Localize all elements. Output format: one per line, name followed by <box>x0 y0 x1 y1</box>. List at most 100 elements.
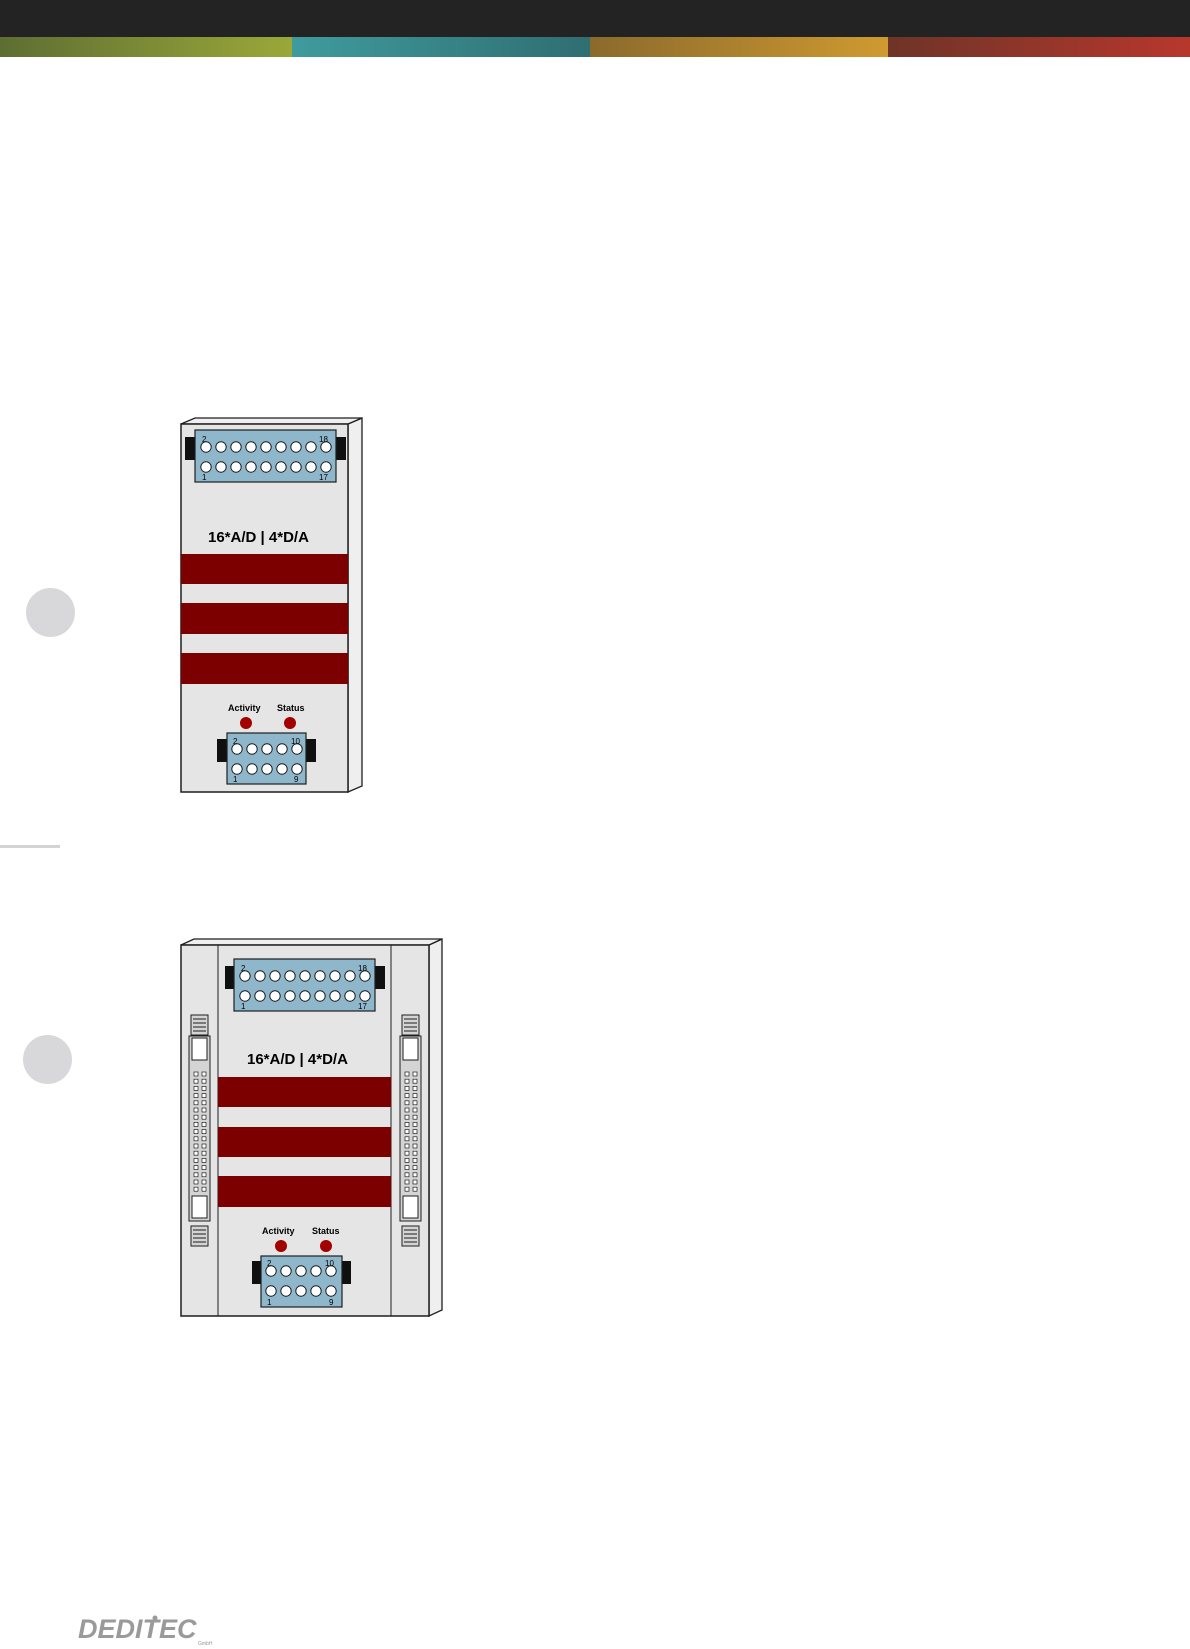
color-stripe-teal <box>292 37 590 57</box>
connector-pin <box>310 1285 322 1297</box>
ribbon-pin <box>412 1129 418 1134</box>
connector-pin <box>200 441 212 453</box>
module-top-face <box>180 938 443 946</box>
ribbon-pin <box>404 1086 410 1091</box>
ribbon-pin <box>201 1158 207 1163</box>
connector-pin <box>290 441 302 453</box>
connector-pin <box>261 763 273 775</box>
pin-label: 10 <box>291 737 300 746</box>
led-status-label: Status <box>312 1226 340 1236</box>
ribbon-pin <box>193 1078 199 1084</box>
deditec-logo: DEDITEC GmbH <box>78 1614 213 1647</box>
ribbon-pin <box>201 1186 207 1192</box>
connector-pin <box>359 990 371 1002</box>
connector-pin <box>344 970 356 982</box>
ejector-clip <box>190 1014 209 1036</box>
ribbon-pin <box>404 1150 410 1156</box>
label-band <box>218 1127 391 1157</box>
connector-pin <box>344 990 356 1002</box>
ribbon-pin <box>193 1100 199 1106</box>
ribbon-pin <box>201 1093 207 1098</box>
ribbon-pin <box>404 1100 410 1106</box>
status-led <box>284 717 296 729</box>
ribbon-pin <box>412 1107 418 1113</box>
connector-pin <box>290 461 302 473</box>
connector-pin <box>314 970 326 982</box>
connector-pin <box>305 441 317 453</box>
connector-pin <box>320 441 332 453</box>
connector-pin <box>230 461 242 473</box>
connector-pin <box>284 970 296 982</box>
ribbon-pin <box>412 1100 418 1106</box>
ribbon-pin <box>404 1122 410 1127</box>
connector-pin <box>325 1265 337 1277</box>
connector-latch <box>340 1261 351 1284</box>
ejector-clip <box>401 1225 420 1247</box>
ribbon-pin <box>193 1086 199 1091</box>
logo-wordmark: DEDITEC <box>78 1614 197 1644</box>
ribbon-pin <box>404 1071 410 1077</box>
pin-label: 2 <box>233 737 238 746</box>
ribbon-header-body <box>399 1035 422 1222</box>
section-divider <box>0 845 60 848</box>
connector-pin <box>254 990 266 1002</box>
bottom-connector-pins <box>265 1265 337 1297</box>
ribbon-pin <box>404 1179 410 1185</box>
pin-label: 17 <box>319 473 328 482</box>
led-status-label: Status <box>277 703 305 713</box>
connector-pin <box>329 970 341 982</box>
ribbon-pin <box>193 1186 199 1192</box>
ribbon-pin <box>201 1165 207 1170</box>
connector-pin <box>291 763 303 775</box>
connector-pin <box>215 461 227 473</box>
connector-latch <box>225 966 236 989</box>
ribbon-pin <box>201 1114 207 1120</box>
connector-pin <box>231 743 243 755</box>
ribbon-pin <box>201 1129 207 1134</box>
connector-pin <box>310 1265 322 1277</box>
ribbon-pin <box>412 1078 418 1084</box>
connector-pin <box>320 461 332 473</box>
ejector-clip <box>190 1225 209 1247</box>
connector-latch <box>185 437 196 460</box>
ribbon-pin <box>412 1136 418 1142</box>
connector-pin <box>325 1285 337 1297</box>
connector-pin <box>275 461 287 473</box>
connector-pin <box>254 970 266 982</box>
connector-pin <box>239 970 251 982</box>
pin-label: 17 <box>358 1002 367 1011</box>
ribbon-pin <box>201 1086 207 1091</box>
pin-label: 10 <box>325 1259 334 1268</box>
ribbon-pin <box>404 1129 410 1134</box>
connector-pin <box>299 990 311 1002</box>
connector-pin <box>269 970 281 982</box>
connector-pin <box>275 441 287 453</box>
connector-pin <box>245 461 257 473</box>
bullet-circle <box>23 1035 72 1084</box>
ejector-clip <box>401 1014 420 1036</box>
module-large-label: 16*A/D | 4*D/A <box>247 1051 348 1068</box>
ribbon-pin <box>193 1114 199 1120</box>
connector-latch <box>374 966 385 989</box>
ribbon-pin <box>412 1158 418 1163</box>
ribbon-pin <box>201 1107 207 1113</box>
connector-pin <box>215 441 227 453</box>
ribbon-pin <box>404 1143 410 1149</box>
header-bar <box>0 0 1190 37</box>
pin-label: 1 <box>241 1002 246 1011</box>
pin-label: 2 <box>241 964 246 973</box>
connector-pin <box>230 441 242 453</box>
pin-label: 2 <box>267 1259 272 1268</box>
ribbon-pin <box>193 1093 199 1098</box>
ribbon-pin <box>404 1172 410 1178</box>
connector-pin <box>260 461 272 473</box>
connector-pin <box>295 1285 307 1297</box>
color-stripe-amber <box>590 37 888 57</box>
ribbon-pin <box>412 1186 418 1192</box>
led-activity-label: Activity <box>228 703 261 713</box>
ribbon-pin <box>193 1158 199 1163</box>
ribbon-header-body <box>188 1035 211 1222</box>
latch-window <box>191 1195 208 1219</box>
ribbon-pin <box>201 1071 207 1077</box>
